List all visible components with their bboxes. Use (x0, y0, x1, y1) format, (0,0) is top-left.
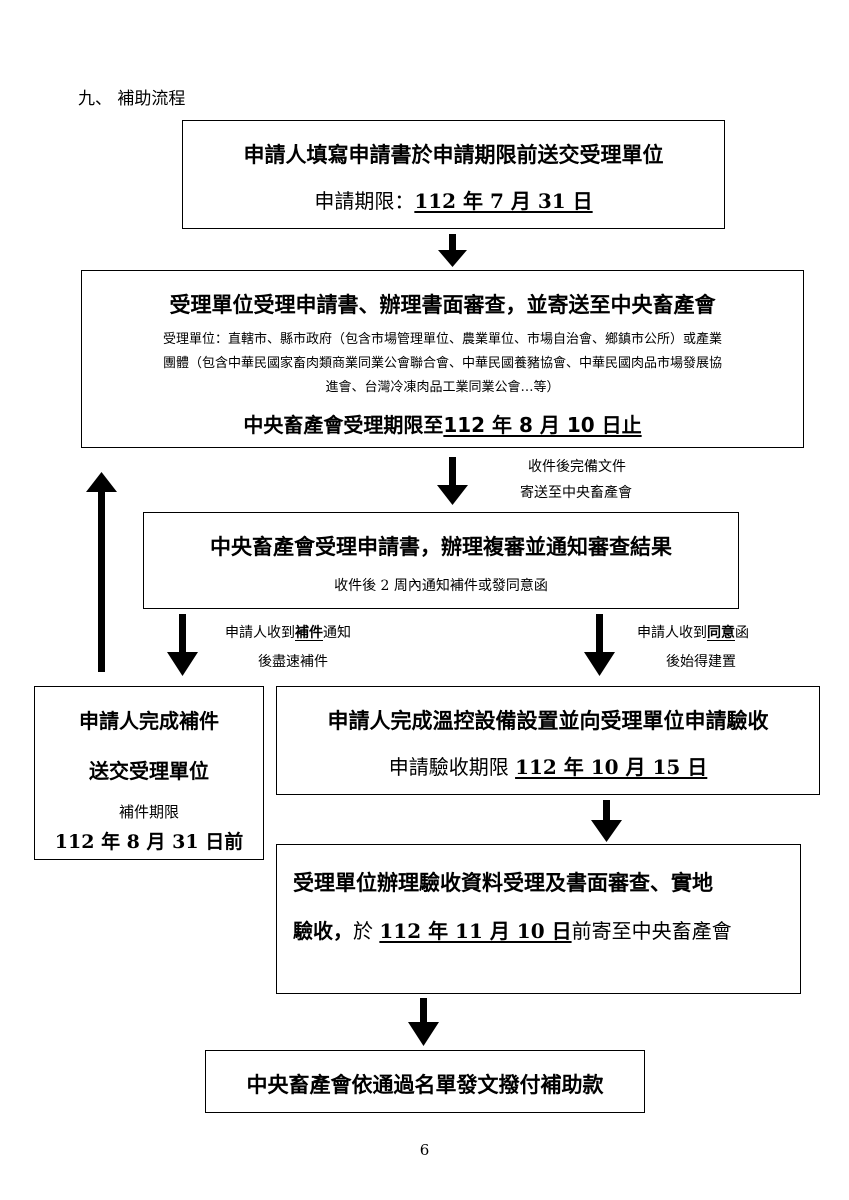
arrow-down-2 (437, 457, 468, 505)
acceptance-line2-date: 112 年 11 月 10 日 (379, 919, 572, 943)
section-title: 九、 補助流程 (78, 89, 186, 109)
approval-branch-label-line2: 後始得建置 (666, 654, 736, 670)
step-acceptance-box: 受理單位辦理驗收資料受理及書面審查、實地 驗收，於 112 年 11 月 10 … (276, 844, 801, 994)
acceptance-deadline: 申請驗收期限 112 年 10 月 15 日 (277, 751, 819, 780)
step-payment-title: 中央畜產會依通過名單發文撥付補助款 (246, 1073, 604, 1097)
acceptance-line2-suffix: 前寄至中央畜產會 (571, 919, 732, 943)
arrow-up-resubmit (86, 472, 117, 672)
application-deadline-value: 112 年 7 月 31 日 (414, 189, 593, 213)
step-supplement-title-line2: 送交受理單位 (89, 759, 209, 783)
center-deadline-label: 中央畜產會受理期限至 (243, 413, 444, 437)
step-payment-box: 中央畜產會依通過名單發文撥付補助款 (205, 1050, 645, 1113)
step-installation-box: 申請人完成溫控設備設置並向受理單位申請驗收 申請驗收期限 112 年 10 月 … (276, 686, 820, 795)
unit-note-line1: 受理單位：直轄市、縣市政府（包含市場管理單位、農業單位、市場自治會、鄉鎮市公所）… (162, 332, 722, 347)
approval-label-keyword: 同意 (707, 625, 735, 641)
arrow-down-payment (408, 998, 439, 1046)
approval-branch-label: 申請人收到同意函 (637, 622, 749, 642)
step-acceptance-line2: 驗收，於 112 年 11 月 10 日前寄至中央畜產會 (293, 915, 732, 944)
step-installation-title: 申請人完成溫控設備設置並向受理單位申請驗收 (327, 709, 769, 733)
supplement-deadline-label: 補件期限 (118, 803, 179, 821)
approval-label-suffix: 函 (735, 625, 749, 641)
unit-note-line3: 進會、台灣冷凍肉品工業同業公會…等） (325, 380, 560, 395)
step-unit-review-box: 受理單位受理申請書、辦理書面審查，並寄送至中央畜產會 受理單位：直轄市、縣市政府… (81, 270, 804, 448)
supplement-label-suffix: 通知 (323, 625, 351, 641)
step-center-review-box: 中央畜產會受理申請書，辦理複審並通知審查結果 收件後 2 周內通知補件或發同意函 (143, 512, 739, 609)
arrow-down-approval (584, 614, 615, 676)
acceptance-line2-mid: 於 (353, 919, 373, 943)
application-deadline: 申請期限：112 年 7 月 31 日 (183, 185, 724, 214)
step-supplement-title-line1: 申請人完成補件 (79, 709, 219, 733)
arrow-down-acceptance (591, 800, 622, 842)
step-submit-application-box: 申請人填寫申請書於申請期限前送交受理單位 申請期限：112 年 7 月 31 日 (182, 120, 725, 229)
arrow-down-supplement (167, 614, 198, 676)
page-number: 6 (419, 1141, 430, 1159)
unit-note-line2: 團體（包含中華民國家畜肉類商業同業公會聯合會、中華民國養豬協會、中華民國肉品市場… (162, 356, 722, 371)
application-deadline-label: 申請期限： (314, 189, 415, 213)
arrow-down-1 (438, 234, 467, 267)
acceptance-deadline-value: 112 年 10 月 15 日 (515, 755, 708, 779)
center-deadline-value: 112 年 8 月 10 日止 (443, 413, 642, 437)
step-acceptance-line1: 受理單位辦理驗收資料受理及書面審查、實地 (293, 871, 713, 895)
center-deadline: 中央畜產會受理期限至112 年 8 月 10 日止 (82, 409, 803, 438)
forward-label-line1: 收件後完備文件 (528, 459, 626, 475)
supplement-branch-label: 申請人收到補件通知 (225, 622, 351, 642)
acceptance-deadline-label: 申請驗收期限 (388, 755, 509, 779)
step-submit-application-title: 申請人填寫申請書於申請期限前送交受理單位 (243, 143, 664, 167)
supplement-deadline-value: 112 年 8 月 31 日前 (54, 831, 244, 853)
supplement-branch-label-line2: 後盡速補件 (258, 654, 328, 670)
forward-label-line2: 寄送至中央畜產會 (520, 485, 632, 501)
acceptance-line2-prefix: 驗收， (293, 919, 353, 943)
step-center-review-subtitle: 收件後 2 周內通知補件或發同意函 (334, 578, 548, 594)
supplement-label-prefix: 申請人收到 (225, 625, 295, 641)
approval-label-prefix: 申請人收到 (637, 625, 707, 641)
step-unit-review-title: 受理單位受理申請書、辦理書面審查，並寄送至中央畜產會 (169, 293, 716, 317)
supplement-label-keyword: 補件 (295, 625, 323, 641)
step-supplement-box: 申請人完成補件 送交受理單位 補件期限 112 年 8 月 31 日前 (34, 686, 264, 860)
step-center-review-title: 中央畜產會受理申請書，辦理複審並通知審查結果 (210, 535, 672, 559)
